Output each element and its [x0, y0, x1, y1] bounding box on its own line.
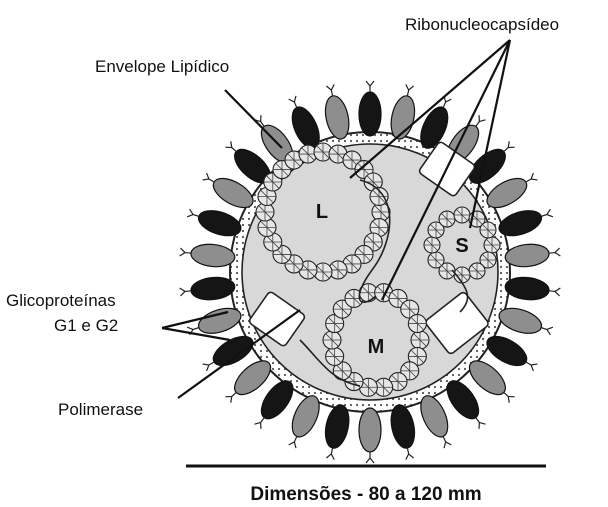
- glycoprotein-spike: [388, 403, 421, 461]
- nucleocapsid-bead: [428, 252, 444, 268]
- glycoprotein-spike: [359, 81, 381, 136]
- nucleocapsid-bead: [411, 331, 429, 349]
- glycoprotein-spike: [179, 241, 236, 269]
- segment-label-l: L: [316, 201, 328, 223]
- nucleocapsid-bead: [439, 211, 455, 227]
- glycoprotein-spike: [179, 275, 236, 303]
- label-ribonucleocapsid: Ribonucleocapsídeo: [405, 15, 559, 34]
- label-lipid-envelope: Envelope Lipídico: [95, 57, 229, 76]
- nucleocapsid-bead: [326, 347, 344, 365]
- nucleocapsid-bead: [424, 237, 440, 253]
- glycoprotein-spike: [504, 275, 561, 303]
- glycoprotein-spike: [320, 83, 353, 141]
- leader-line-envelope: [225, 90, 282, 148]
- nucleocapsid-bead: [454, 207, 470, 223]
- segment-label-s: S: [455, 235, 468, 257]
- glycoprotein-spike: [359, 408, 381, 463]
- nucleocapsid-bead: [408, 315, 426, 333]
- dimensions-caption: Dimensões - 80 a 120 mm: [250, 484, 481, 505]
- label-glycoproteins-g1-g2: G1 e G2: [54, 316, 118, 335]
- glycoprotein-spike: [185, 203, 244, 241]
- label-glycoproteins: Glicoproteínas: [6, 291, 116, 310]
- nucleocapsid-bead: [323, 331, 341, 349]
- glycoprotein-spike: [504, 241, 561, 269]
- segment-label-m: M: [368, 336, 385, 358]
- nucleocapsid-bead: [480, 222, 496, 238]
- label-polymerase: Polimerase: [58, 400, 143, 419]
- nucleocapsid-bead: [469, 263, 485, 279]
- glycoprotein-spike: [320, 403, 353, 461]
- glycoprotein-spike: [496, 304, 555, 342]
- nucleocapsid-bead: [484, 237, 500, 253]
- glycoprotein-spike: [185, 304, 244, 342]
- glycoprotein-spike: [496, 203, 555, 241]
